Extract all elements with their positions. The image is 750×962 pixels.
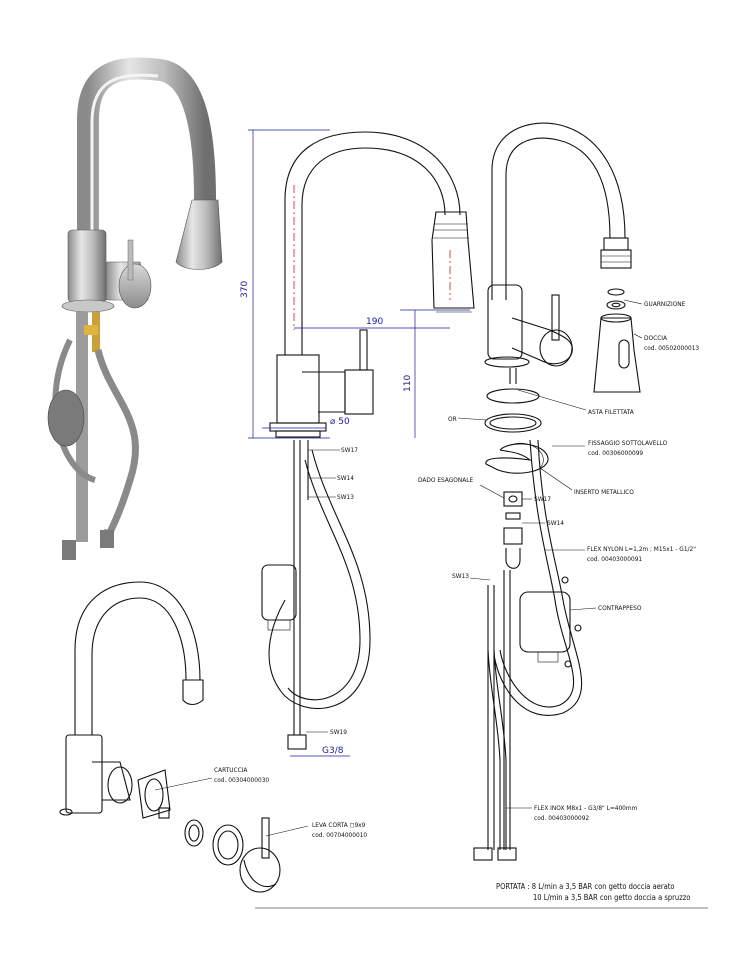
label-or: OR (448, 415, 457, 423)
label-sw17-front: SW17 (341, 446, 358, 454)
label-inserto: INSERTO METALLICO (574, 488, 634, 496)
front-leaders (306, 449, 340, 733)
label-leva: LEVA CORTA ◻9x9 (312, 821, 366, 829)
label-sw19-front: SW19 (330, 728, 347, 736)
label-fissaggio: FISSAGGIO SOTTOLAVELLO (588, 439, 668, 447)
label-sw14-exploded: SW14 (547, 519, 564, 527)
dim-height: 370 (240, 281, 250, 298)
cartridge-exploded-view (59, 581, 309, 893)
label-flex-inox-code: cod. 00403000092 (534, 814, 589, 822)
label-flex-nylon-code: cod. 00403000091 (587, 555, 642, 563)
faucet-exploded-view (473, 122, 641, 861)
dim-connection: G3/8 (322, 746, 344, 756)
label-asta-filettata: ASTA FILETTATA (588, 408, 634, 416)
label-flex-nylon: FLEX NYLON L=1,2m ; M15x1 - G1/2" (587, 545, 696, 553)
label-dado: DADO ESAGONALE (418, 476, 474, 484)
label-fissaggio-code: cod. 00306000099 (588, 449, 643, 457)
label-sw17-exploded: SW17 (534, 495, 551, 503)
dim-reach: 190 (366, 317, 383, 327)
dim-spout-height: 110 (403, 375, 413, 392)
label-doccia-code: cod. 00502000013 (644, 344, 699, 352)
exploded-leaders (457, 299, 643, 809)
label-guarnizione: GUARNIZIONE (644, 300, 686, 308)
faucet-3d-render (47, 57, 223, 560)
dim-base-diameter: ⌀ 50 (330, 417, 350, 427)
flow-note-line2: 10 L/min a 3,5 BAR con getto doccia a sp… (533, 893, 690, 902)
label-sw13-exploded: SW13 (452, 572, 469, 580)
faucet-front-view (248, 129, 475, 757)
flow-note-line1: PORTATA : 8 L/min a 3,5 BAR con getto do… (496, 882, 675, 891)
label-sw14-front: SW14 (337, 474, 354, 482)
label-contrappeso: CONTRAPPESO (598, 604, 642, 612)
label-leva-code: cod. 00704000010 (312, 831, 367, 839)
label-cartuccia-code: cod. 00304000030 (214, 776, 269, 784)
label-cartuccia: CARTUCCIA (214, 766, 247, 774)
label-sw13-front: SW13 (337, 493, 354, 501)
label-flex-inox: FLEX INOX M8x1 - G3/8" L=400mm (534, 804, 638, 812)
label-doccia: DOCCIA (644, 334, 667, 342)
